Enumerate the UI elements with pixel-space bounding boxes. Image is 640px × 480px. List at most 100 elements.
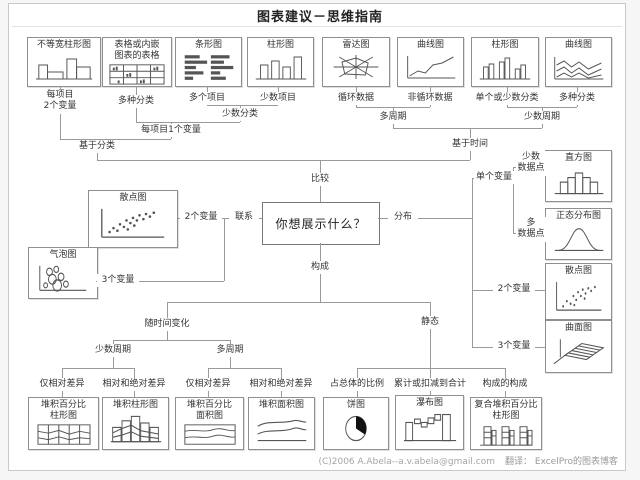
copyright-text: (C)2006 A.Abela--a.v.abela@gmail.com <box>318 457 496 467</box>
node-title: 雷达图 <box>342 40 370 50</box>
title-divider <box>12 26 622 27</box>
label-compare: 比较 <box>306 173 334 187</box>
translator-credit: 翻译： ExcelPro的图表博客 <box>505 457 618 467</box>
node-title: 瀑布图 <box>415 398 443 408</box>
label-manyCats2: 多种分类 <box>555 92 599 106</box>
histogram-icon <box>554 172 603 194</box>
label-nonCyclic: 非循环数据 <box>403 92 457 106</box>
chart-node-histogram: 直方图 <box>545 150 612 202</box>
label-manyItems: 多个项目 <box>185 92 229 106</box>
label-relAbsDiff1: 相对和绝对差异 <box>98 378 170 392</box>
label-accumulation: 累计或扣减到合计 <box>389 378 471 392</box>
waterfall-chart-icon <box>403 413 456 441</box>
stacked-area-icon <box>257 419 306 441</box>
label-singleFewCats: 单个或少数分类 <box>470 92 544 106</box>
label-compOfComp: 构成的构成 <box>479 378 531 392</box>
node-title: 散点图 <box>119 193 147 203</box>
chart-node-varWidthColumn: 不等宽柱形图 <box>27 37 101 87</box>
node-title: 柱形图 <box>491 40 519 50</box>
chart-node-stacked100Area: 堆积百分比 面积图 <box>175 397 244 450</box>
node-title: 柱形图 <box>266 40 294 50</box>
stacked-100-area-icon <box>183 423 236 445</box>
connector-line <box>356 107 430 108</box>
node-title: 曲面图 <box>564 323 592 333</box>
chart-node-column1: 柱形图 <box>247 37 314 87</box>
chart-node-scatter2: 散点图 <box>545 263 612 320</box>
page-title: 图表建议－思维指南 <box>256 10 383 25</box>
chart-node-line1: 曲线图 <box>397 37 464 87</box>
label-manyCats1: 多种分类 <box>114 95 158 109</box>
chart-node-column2: 柱形图 <box>471 37 539 87</box>
node-title: 堆积面积图 <box>258 400 304 410</box>
label-twoVarL: 2个变量 <box>180 211 222 225</box>
radar-chart-icon <box>333 54 379 79</box>
surface-chart-icon <box>553 339 605 365</box>
stacked-100-column-icon <box>37 423 90 445</box>
label-fewPoints: 少数 数据点 <box>516 151 546 176</box>
variable-width-column-icon <box>35 58 93 80</box>
node-title: 堆积柱形图 <box>112 400 158 410</box>
connector-line <box>513 167 514 233</box>
label-manyPoints: 多 数据点 <box>516 217 546 242</box>
label-relDiffOnly1: 仅相对差异 <box>36 378 88 392</box>
connector-line <box>507 107 577 108</box>
chart-node-scatter1: 散点图 <box>88 190 178 248</box>
connector-line <box>97 160 470 161</box>
label-threeVarL: 3个变量 <box>97 274 139 288</box>
chart-node-line2: 曲线图 <box>545 37 612 87</box>
node-title: 堆积百分比 面积图 <box>186 400 232 421</box>
node-title: 曲线图 <box>416 40 444 50</box>
node-title: 不等宽柱形图 <box>36 40 91 50</box>
label-manyPeriods1: 多周期 <box>377 111 409 125</box>
connector-line <box>224 218 225 281</box>
connector-line <box>207 105 278 106</box>
connector-line <box>113 340 230 341</box>
label-perItem2Var: 每项目 2个变量 <box>38 89 82 114</box>
chart-node-tableEmbedded: 表格或内嵌 图表的表格 <box>102 37 172 87</box>
multi-line-chart-icon <box>553 56 603 80</box>
chart-node-waterfall: 瀑布图 <box>395 395 464 450</box>
label-shareOfTotal: 占总体的比例 <box>326 378 388 392</box>
chart-node-stacked100Column: 堆积百分比 柱形图 <box>28 397 99 450</box>
connector-line <box>378 218 472 219</box>
compound-stacked-100-column-icon <box>480 425 533 446</box>
node-title: 正态分布图 <box>555 211 601 221</box>
chart-node-stackedArea: 堆积面积图 <box>248 397 315 450</box>
node-title: 条形图 <box>194 40 222 50</box>
label-fewPeriods2: 少数周期 <box>91 344 135 358</box>
chart-node-bar: 条形图 <box>175 37 242 87</box>
chart-node-compound100Column: 复合堆积百分比 柱形图 <box>470 397 542 450</box>
stacked-column-icon <box>110 415 161 443</box>
node-title: 饼图 <box>346 400 365 410</box>
pie-chart-icon <box>345 415 367 441</box>
connector-line <box>208 368 281 369</box>
label-onePerItem: 每项目1个变量 <box>134 124 208 138</box>
connector-line <box>357 368 505 369</box>
column-chart-icon <box>255 56 306 80</box>
chart-node-bubble: 气泡图 <box>28 247 98 299</box>
label-fewCats: 少数分类 <box>218 108 262 122</box>
label-relDiffOnly2: 仅相对差异 <box>182 378 234 392</box>
label-fewItems: 少数项目 <box>256 92 300 106</box>
center-question: 你想展示什么？ <box>262 202 380 245</box>
label-byTime: 基于时间 <box>448 138 492 152</box>
connector-line <box>60 139 171 140</box>
label-static: 静态 <box>415 316 445 330</box>
scatter-chart-icon <box>101 208 165 238</box>
chart-node-pie: 饼图 <box>323 397 389 450</box>
label-overTime: 随时间变化 <box>141 318 193 332</box>
label-composition: 构成 <box>306 261 334 275</box>
connector-line <box>393 128 542 129</box>
label-manyPeriods2: 多周期 <box>214 344 246 358</box>
chart-node-stackedColumn: 堆积柱形图 <box>102 397 169 450</box>
normal-distribution-icon <box>554 227 603 251</box>
connector-line <box>136 122 240 123</box>
node-title: 表格或内嵌 图表的表格 <box>114 40 160 61</box>
scatter-chart-icon <box>555 281 601 311</box>
label-distribution: 分布 <box>388 211 418 225</box>
chart-node-normalDist: 正态分布图 <box>545 208 612 260</box>
node-title: 直方图 <box>564 153 592 163</box>
chart-node-surface: 曲面图 <box>545 320 612 373</box>
footer: (C)2006 A.Abela--a.v.abela@gmail.com 翻译： … <box>318 454 618 467</box>
